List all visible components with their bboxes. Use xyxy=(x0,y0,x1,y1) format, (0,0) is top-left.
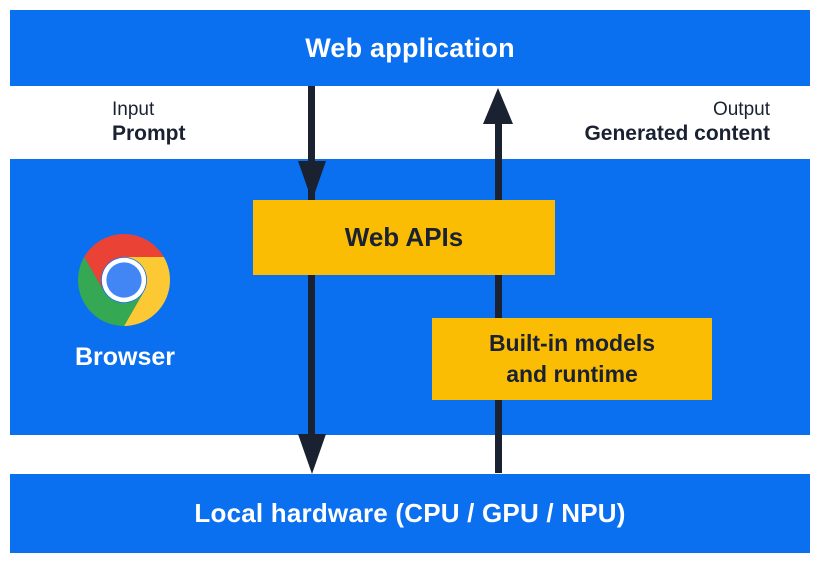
up-arrow-shaft xyxy=(495,120,502,473)
output-label-block: Output Generated content xyxy=(584,98,770,147)
output-value-generated-content: Generated content xyxy=(584,122,770,145)
output-caption: Output xyxy=(712,99,770,120)
browser-label: Browser xyxy=(74,343,176,371)
web-application-label: Web application xyxy=(305,32,515,63)
local-hardware-label: Local hardware (CPU / GPU / NPU) xyxy=(194,498,626,528)
chrome-icon xyxy=(78,234,170,326)
down-arrowhead-bottom xyxy=(298,434,326,474)
web-application-band: Web application xyxy=(10,10,810,86)
builtin-models-line2: and runtime xyxy=(506,361,638,387)
builtin-models-box: Built-in models and runtime xyxy=(432,318,712,400)
input-label-block: Input Prompt xyxy=(112,98,186,147)
web-apis-box: Web APIs xyxy=(253,200,555,275)
up-arrowhead-top xyxy=(483,88,513,124)
local-hardware-band: Local hardware (CPU / GPU / NPU) xyxy=(10,474,810,553)
builtin-models-line1: Built-in models xyxy=(488,330,656,356)
input-value-prompt: Prompt xyxy=(112,122,186,145)
input-caption: Input xyxy=(112,99,155,120)
web-apis-label: Web APIs xyxy=(344,222,464,252)
down-arrowhead-mid xyxy=(298,161,326,201)
chrome-logo-svg xyxy=(78,234,170,326)
